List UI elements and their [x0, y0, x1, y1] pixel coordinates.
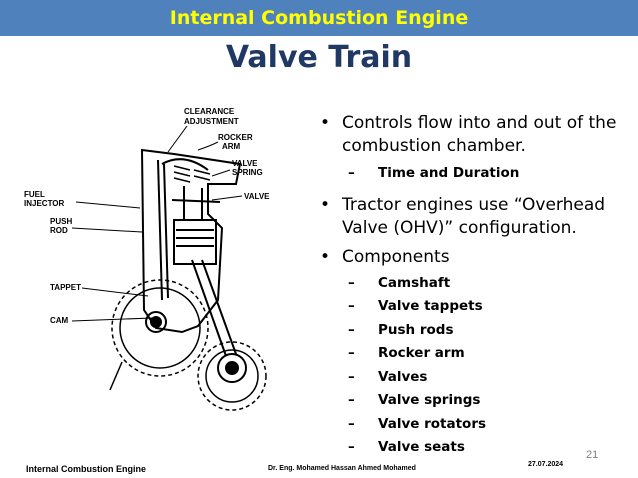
- component-text: Rocker arm: [378, 345, 465, 361]
- bullet-item: • Tractor engines use “Overhead Valve (O…: [318, 194, 630, 240]
- component-text: Valve tappets: [378, 298, 483, 314]
- header-bar: [0, 0, 638, 36]
- component-item: – Rocker arm: [318, 342, 630, 366]
- dash-marker: –: [348, 298, 355, 314]
- dash-marker: –: [348, 321, 355, 338]
- label-cam: CAM: [50, 316, 69, 325]
- component-text: Valves: [378, 368, 428, 385]
- bullet-text: Tractor engines use “Overhead Valve (OHV…: [342, 194, 606, 238]
- valve-train-diagram: CLEARANCE ADJUSTMENT ROCKER ARM VALVE SP…: [24, 107, 270, 411]
- sub-bullet-text: Time and Duration: [378, 165, 520, 181]
- label-spring-2: SPRING: [232, 168, 263, 177]
- slide-number: 21: [586, 449, 599, 461]
- label-injector-2: INJECTOR: [24, 199, 65, 208]
- component-text: Valve rotators: [378, 415, 487, 432]
- dash-marker: –: [348, 439, 355, 455]
- component-text: Valve seats: [378, 439, 465, 455]
- component-text: Camshaft: [378, 274, 451, 291]
- label-clearance-2: ADJUSTMENT: [184, 117, 239, 126]
- component-text: Push rods: [378, 321, 454, 338]
- footer-course-title: Internal Combustion Engine: [26, 464, 147, 474]
- dash-marker: –: [348, 415, 355, 432]
- bullet-item: • Components: [318, 246, 630, 269]
- label-rocker-1: ROCKER: [218, 133, 253, 142]
- label-spring-1: VALVE: [232, 159, 258, 168]
- dash-marker: –: [348, 368, 355, 385]
- dash-marker: –: [348, 165, 355, 181]
- bullet-list: • Controls flow into and out of the comb…: [318, 112, 630, 460]
- bullet-text: Controls flow into and out of the combus…: [342, 113, 617, 156]
- component-item: – Valves: [318, 366, 630, 390]
- label-valve: VALVE: [244, 192, 270, 201]
- component-item: – Camshaft: [318, 272, 630, 296]
- component-item: – Valve springs: [318, 389, 630, 413]
- dash-marker: –: [348, 392, 355, 408]
- component-item: – Valve seats: [318, 436, 630, 460]
- label-rocker-2: ARM: [222, 142, 241, 151]
- label-pushrod-2: ROD: [50, 226, 68, 235]
- label-pushrod-1: PUSH: [50, 217, 72, 226]
- bullet-item: • Controls flow into and out of the comb…: [318, 112, 630, 158]
- footer-author: Dr. Eng. Mohamed Hassan Ahmed Mohamed: [268, 465, 416, 472]
- label-clearance-1: CLEARANCE: [184, 107, 235, 116]
- component-item: – Valve rotators: [318, 413, 630, 437]
- bullet-text: Components: [342, 246, 450, 267]
- header-title: Internal Combustion Engine: [169, 7, 469, 29]
- dash-marker: –: [348, 345, 355, 361]
- footer-date: 27.07.2024: [528, 461, 564, 468]
- component-item: – Valve tappets: [318, 295, 630, 319]
- bullet-dot: •: [320, 194, 331, 215]
- bullet-dot: •: [320, 246, 331, 267]
- bullet-dot: •: [320, 113, 331, 133]
- component-text: Valve springs: [378, 392, 481, 408]
- label-injector-1: FUEL: [24, 190, 45, 199]
- sub-bullet-item: – Time and Duration: [318, 162, 630, 186]
- component-item: – Push rods: [318, 319, 630, 343]
- dash-marker: –: [348, 274, 355, 291]
- slide-title: Valve Train: [225, 40, 413, 75]
- label-tappet: TAPPET: [50, 283, 81, 292]
